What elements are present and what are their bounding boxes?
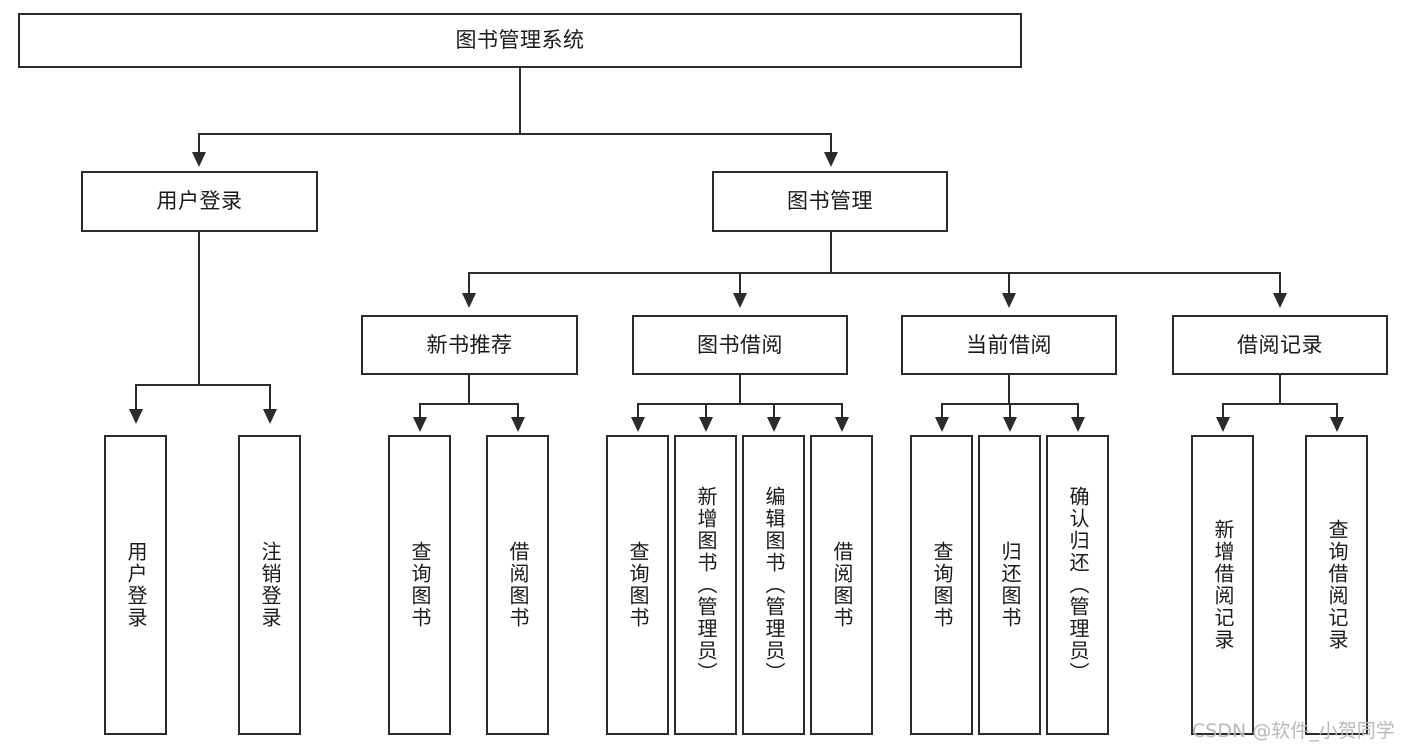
edge-drop-bb-1 bbox=[637, 403, 639, 419]
edge-borrow-record-stem bbox=[1279, 375, 1281, 403]
leaf-user-login-logout[interactable]: 注销登录 bbox=[238, 435, 301, 735]
leaf-new-book-query[interactable]: 查询图书 bbox=[388, 435, 451, 735]
edge-new-book-bus bbox=[419, 403, 519, 405]
edge-drop-cb-3 bbox=[1077, 403, 1079, 419]
node-book-borrow[interactable]: 图书借阅 bbox=[632, 315, 848, 375]
arrow-new-book bbox=[462, 293, 476, 308]
edge-new-book-stem bbox=[468, 375, 470, 403]
edge-drop-br-1 bbox=[1222, 403, 1224, 419]
node-new-book-recommend[interactable]: 新书推荐 bbox=[361, 315, 578, 375]
edge-drop-leaf-user-login-1 bbox=[135, 384, 137, 412]
node-label: 确认归还（管理员） bbox=[1066, 486, 1090, 684]
edge-drop-nb-2 bbox=[517, 403, 519, 419]
edge-current-borrow-stem bbox=[1008, 375, 1010, 403]
leaf-current-borrow-query[interactable]: 查询图书 bbox=[910, 435, 973, 735]
node-current-borrow[interactable]: 当前借阅 bbox=[901, 315, 1117, 375]
edge-drop-borrow-record bbox=[1279, 272, 1281, 296]
arrow-bb-1 bbox=[631, 417, 645, 432]
edge-book-borrow-stem bbox=[739, 375, 741, 403]
edge-drop-cb-1 bbox=[941, 403, 943, 419]
edge-drop-cb-2 bbox=[1009, 403, 1011, 419]
leaf-borrow-record-add[interactable]: 新增借阅记录 bbox=[1191, 435, 1254, 735]
node-label: 查询借阅记录 bbox=[1325, 519, 1349, 651]
edge-book-manage-stem bbox=[830, 232, 832, 272]
node-root-system[interactable]: 图书管理系统 bbox=[18, 13, 1022, 68]
edge-drop-user-login bbox=[198, 133, 200, 155]
leaf-book-borrow-query[interactable]: 查询图书 bbox=[606, 435, 669, 735]
leaf-borrow-record-query[interactable]: 查询借阅记录 bbox=[1305, 435, 1368, 735]
edge-drop-book-borrow bbox=[739, 272, 741, 296]
edge-drop-nb-1 bbox=[419, 403, 421, 419]
node-label: 编辑图书（管理员） bbox=[762, 486, 786, 684]
node-label: 图书管理系统 bbox=[455, 28, 585, 53]
node-label: 归还图书 bbox=[998, 541, 1022, 629]
arrow-nb-2 bbox=[511, 417, 525, 432]
node-user-login[interactable]: 用户登录 bbox=[81, 171, 318, 232]
arrow-br-2 bbox=[1330, 417, 1344, 432]
edge-drop-br-2 bbox=[1336, 403, 1338, 419]
node-label: 图书借阅 bbox=[697, 332, 783, 357]
csdn-watermark: CSDN @软件_小贺同学 bbox=[1192, 720, 1395, 742]
arrow-cb-1 bbox=[935, 417, 949, 432]
edge-user-login-bus bbox=[135, 384, 271, 386]
edge-drop-bb-3 bbox=[773, 403, 775, 419]
leaf-book-borrow-add[interactable]: 新增图书（管理员） bbox=[674, 435, 737, 735]
arrow-bb-4 bbox=[835, 417, 849, 432]
leaf-user-login-login[interactable]: 用户登录 bbox=[104, 435, 167, 735]
leaf-book-borrow-borrow[interactable]: 借阅图书 bbox=[810, 435, 873, 735]
node-label: 当前借阅 bbox=[966, 332, 1052, 357]
arrow-cb-3 bbox=[1071, 417, 1085, 432]
arrow-leaf-user-login-1 bbox=[129, 409, 143, 424]
leaf-current-borrow-return[interactable]: 归还图书 bbox=[978, 435, 1041, 735]
leaf-new-book-borrow[interactable]: 借阅图书 bbox=[486, 435, 549, 735]
arrow-cb-2 bbox=[1003, 417, 1017, 432]
arrow-leaf-user-login-2 bbox=[263, 409, 277, 424]
arrow-br-1 bbox=[1216, 417, 1230, 432]
node-borrow-record[interactable]: 借阅记录 bbox=[1172, 315, 1388, 375]
node-label: 用户登录 bbox=[124, 541, 148, 629]
arrow-user-login bbox=[192, 152, 206, 167]
node-label: 借阅记录 bbox=[1237, 332, 1323, 357]
node-label: 借阅图书 bbox=[506, 541, 530, 629]
edge-root-stem bbox=[519, 68, 521, 133]
edge-drop-new-book bbox=[468, 272, 470, 296]
node-label: 新增借阅记录 bbox=[1211, 519, 1235, 651]
edge-drop-bb-2 bbox=[705, 403, 707, 419]
edge-level1-bus bbox=[198, 133, 832, 135]
edge-drop-current-borrow bbox=[1008, 272, 1010, 296]
node-label: 查询图书 bbox=[930, 541, 954, 629]
node-label: 新增图书（管理员） bbox=[694, 486, 718, 684]
arrow-bb-2 bbox=[699, 417, 713, 432]
node-label: 用户登录 bbox=[156, 189, 243, 214]
edge-drop-leaf-user-login-2 bbox=[269, 384, 271, 412]
node-label: 注销登录 bbox=[258, 541, 282, 629]
node-label: 查询图书 bbox=[626, 541, 650, 629]
node-label: 图书管理 bbox=[787, 189, 873, 214]
node-label: 查询图书 bbox=[408, 541, 432, 629]
leaf-book-borrow-edit[interactable]: 编辑图书（管理员） bbox=[742, 435, 805, 735]
edge-book-borrow-bus bbox=[637, 403, 843, 405]
node-label: 新书推荐 bbox=[426, 332, 513, 357]
arrow-borrow-record bbox=[1273, 293, 1287, 308]
leaf-current-borrow-confirm[interactable]: 确认归还（管理员） bbox=[1046, 435, 1109, 735]
node-label: 借阅图书 bbox=[830, 541, 854, 629]
arrow-book-borrow bbox=[733, 293, 747, 308]
edge-user-login-stem bbox=[198, 232, 200, 384]
arrow-current-borrow bbox=[1002, 293, 1016, 308]
node-book-manage[interactable]: 图书管理 bbox=[712, 171, 948, 232]
edge-level2-bus bbox=[468, 272, 1280, 274]
arrow-bb-3 bbox=[767, 417, 781, 432]
edge-drop-bb-4 bbox=[841, 403, 843, 419]
edge-borrow-record-bus bbox=[1222, 403, 1338, 405]
edge-drop-book-manage bbox=[830, 133, 832, 155]
arrow-nb-1 bbox=[413, 417, 427, 432]
arrow-book-manage bbox=[824, 152, 838, 167]
